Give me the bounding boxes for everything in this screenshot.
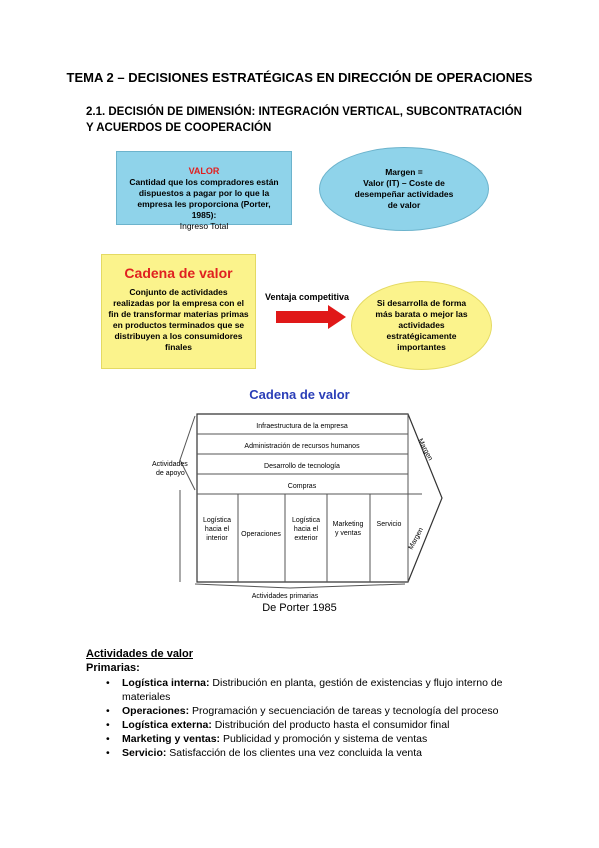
item-desc: Publicidad y promoción y sistema de vent… xyxy=(220,733,428,745)
support-rrhh: Administración de recursos humanos xyxy=(244,443,360,450)
item-term: Logística interna: xyxy=(122,677,210,689)
margin-top-label: Margen xyxy=(416,438,433,462)
item-term: Marketing y ventas: xyxy=(122,733,221,745)
item-desc: Distribución en planta, gestión de exist… xyxy=(122,677,503,703)
arrow-right-icon xyxy=(276,305,346,329)
support-infraestructura: Infraestructura de la empresa xyxy=(256,423,348,430)
margen-ellipse: Margen = Valor (IT) – Coste de desempeña… xyxy=(319,147,489,231)
item-desc: Satisfacción de los clientes una vez con… xyxy=(166,747,423,759)
activities-heading: Actividades de valor xyxy=(86,648,193,660)
page-title: TEMA 2 – DECISIONES ESTRATÉGICAS EN DIRE… xyxy=(66,70,533,85)
cadena-text: Conjunto de actividades realizadas por l… xyxy=(108,287,249,352)
item-term: Operaciones: xyxy=(122,705,190,717)
ventaja-label: Ventaja competitiva xyxy=(265,292,350,302)
item-term: Logística externa: xyxy=(122,719,212,731)
cadena-heading: Cadena de valor xyxy=(124,265,233,281)
list-item: Logística externa: Distribución del prod… xyxy=(102,718,522,732)
item-desc: Distribución del producto hasta el consu… xyxy=(211,719,450,731)
chain-title: Cadena de valor xyxy=(249,387,350,402)
chain-outline xyxy=(196,413,443,583)
primary-label: Actividades primarias xyxy=(252,593,319,600)
valor-text: Cantidad que los compradores están dispu… xyxy=(129,177,279,220)
cadena-box: Cadena de valor Conjunto de actividades … xyxy=(101,254,256,369)
list-item: Logística interna: Distribución en plant… xyxy=(102,676,522,704)
primary-heading: Primarias: xyxy=(86,662,140,674)
list-item: Marketing y ventas: Publicidad y promoci… xyxy=(102,732,522,746)
item-desc: Programación y secuenciación de tareas y… xyxy=(189,705,499,717)
primary-activities-list: Logística interna: Distribución en plant… xyxy=(102,676,522,760)
support-compras: Compras xyxy=(288,483,317,490)
value-chain-diagram: Infraestructura de la empresa Administra… xyxy=(152,413,443,600)
valor-box: VALOR Cantidad que los compradores están… xyxy=(116,151,292,231)
valor-sub: Ingreso Total xyxy=(179,221,229,231)
ventaja-ellipse: Si desarrolla de forma más barata o mejo… xyxy=(351,281,492,370)
valor-heading: VALOR xyxy=(188,166,220,176)
support-tecnologia: Desarrollo de tecnología xyxy=(264,463,340,470)
item-term: Servicio: xyxy=(122,747,167,759)
figure-caption: De Porter 1985 xyxy=(262,602,337,614)
list-item: Servicio: Satisfacción de los clientes u… xyxy=(102,746,522,760)
list-item: Operaciones: Programación y secuenciació… xyxy=(102,704,522,718)
primary-servicio: Servicio xyxy=(377,521,402,528)
primary-operaciones: Operaciones xyxy=(241,531,281,538)
section-heading: 2.1. DECISIÓN DE DIMENSIÓN: INTEGRACIÓN … xyxy=(86,106,522,134)
